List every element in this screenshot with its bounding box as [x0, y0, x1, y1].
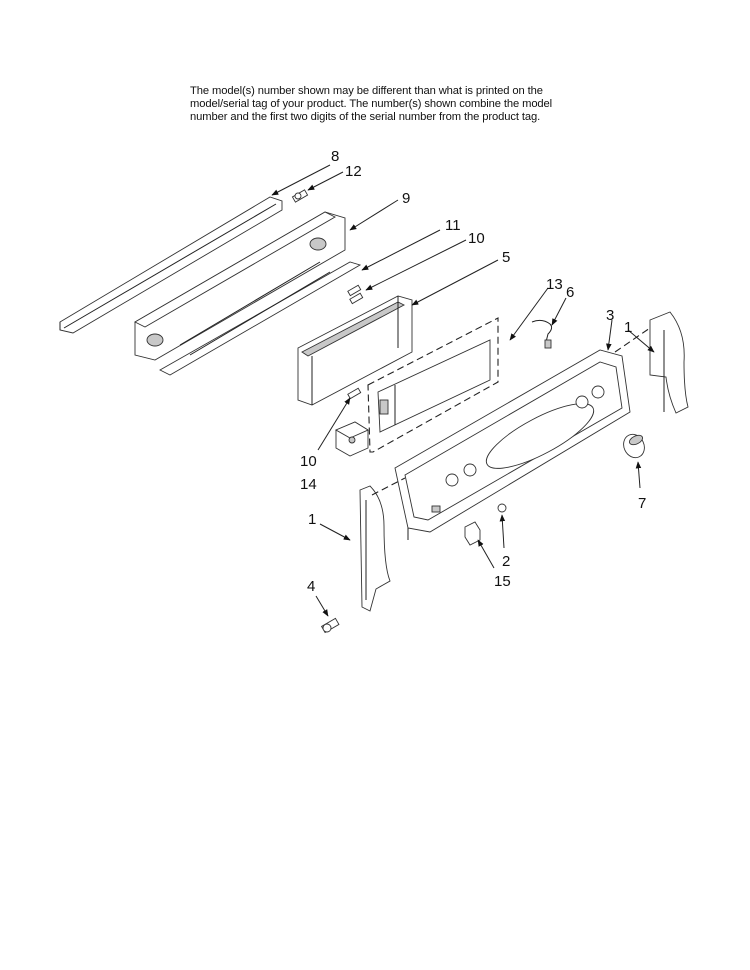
callout-1-right: 1 [624, 319, 632, 336]
callout-3: 3 [606, 307, 614, 324]
part-5-control-bracket [297, 295, 413, 406]
part-9-console-box [134, 211, 362, 376]
part-3-control-panel [394, 349, 631, 540]
part-8-back-shield [59, 196, 283, 334]
callout-10-lower: 10 [300, 453, 317, 470]
part-7-knob [623, 433, 645, 459]
part-15-clip [464, 521, 481, 546]
callout-2: 2 [502, 553, 510, 570]
note-line-2: model/serial tag of your product. The nu… [190, 98, 553, 110]
part-13-electronic-control [367, 317, 499, 453]
part-1-side-trim-left [359, 485, 391, 612]
part-12-screw [291, 189, 309, 203]
callout-12: 12 [345, 163, 362, 180]
part-1-side-trim-right [649, 311, 689, 414]
leader-lines [271, 164, 655, 617]
note-line-3: number and the first two digits of the s… [190, 111, 541, 123]
callout-15: 15 [494, 573, 511, 590]
callout-4: 4 [307, 578, 315, 595]
callout-6: 6 [566, 284, 574, 301]
callout-1-left: 1 [308, 511, 316, 528]
callout-14: 14 [300, 476, 317, 493]
part-4-screw [320, 617, 340, 634]
callout-7: 7 [638, 495, 646, 512]
note-line-1: The model(s) number shown may be differe… [190, 85, 543, 97]
part-10-screw-upper [349, 292, 364, 305]
part-2-screw [497, 503, 507, 513]
callout-5: 5 [502, 249, 510, 266]
part-11-screw [347, 284, 362, 297]
part-10-screw-lower [347, 387, 362, 400]
callout-10-upper: 10 [468, 230, 485, 247]
model-number-note: The model(s) number shown may be differe… [190, 85, 610, 124]
part-14-switch-block [334, 421, 369, 457]
callout-8: 8 [331, 148, 339, 165]
callout-11: 11 [445, 217, 461, 234]
part-6-wire-harness [531, 319, 553, 349]
callout-13: 13 [546, 276, 563, 293]
callout-9: 9 [402, 190, 410, 207]
